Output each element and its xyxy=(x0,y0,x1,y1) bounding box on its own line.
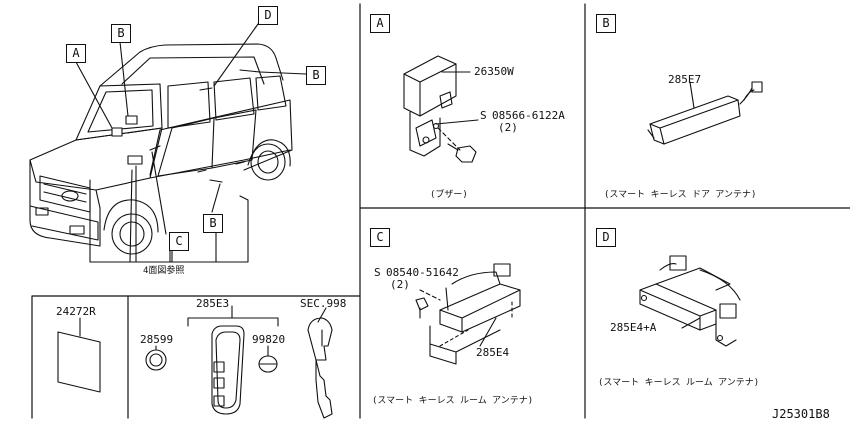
part-number-door-antenna: 285E7 xyxy=(668,73,702,86)
part-number-card: 24272R xyxy=(56,305,96,318)
part-number-emblem: 99820 xyxy=(252,333,286,346)
room-antenna-d-drawing xyxy=(639,255,741,347)
part-number-room-antenna-d: 285E4+A xyxy=(610,321,657,334)
caption-room-antenna-d: (スマート キーレス ルーム アンテナ) xyxy=(598,378,760,388)
caption-buzzer: (ブザー) xyxy=(430,190,468,200)
part-number-room-antenna-c: 285E4 xyxy=(476,346,510,359)
panel-c-header: C xyxy=(370,228,390,247)
caption-room-antenna-c: (スマート キーレス ルーム アンテナ) xyxy=(372,396,534,406)
key-set-drawing xyxy=(145,305,333,419)
panel-b-header: B xyxy=(596,14,616,33)
vehicle-reference-note: 4面図参照 xyxy=(143,266,185,276)
caption-door-antenna: (スマート キーレス ドア アンテナ) xyxy=(604,190,757,200)
part-number-key-set: 285E3 xyxy=(196,297,230,310)
callout-box-d: D xyxy=(258,6,278,25)
part-number-buzzer: 26350W xyxy=(474,65,514,78)
panel-grid xyxy=(31,3,850,419)
vehicle-drawing xyxy=(29,23,307,263)
callout-box-b-door: B xyxy=(203,214,223,233)
door-antenna-drawing xyxy=(647,81,763,145)
panel-d-header: D xyxy=(596,228,616,247)
screw-symbol-c: S xyxy=(374,266,381,279)
screw-a-quantity: (2) xyxy=(498,121,518,134)
screw-c-quantity: (2) xyxy=(390,278,410,291)
screw-symbol-a: S xyxy=(480,109,487,122)
callout-box-c: C xyxy=(169,232,189,251)
room-antenna-c-drawing xyxy=(415,263,521,365)
panel-a-header: A xyxy=(370,14,390,33)
part-number-cap: 28599 xyxy=(140,333,174,346)
buzzer-drawing xyxy=(403,55,479,163)
callout-box-a: A xyxy=(66,44,86,63)
callout-box-b-side: B xyxy=(306,66,326,85)
card-drawing xyxy=(57,317,101,393)
part-number-screw-a: 08566-6122A xyxy=(492,109,565,122)
part-number-screw-c: 08540-51642 xyxy=(386,266,459,279)
drawing-number: J25301B8 xyxy=(772,407,830,421)
section-reference: SEC.998 xyxy=(300,297,347,310)
callout-box-b-windshield: B xyxy=(111,24,131,43)
